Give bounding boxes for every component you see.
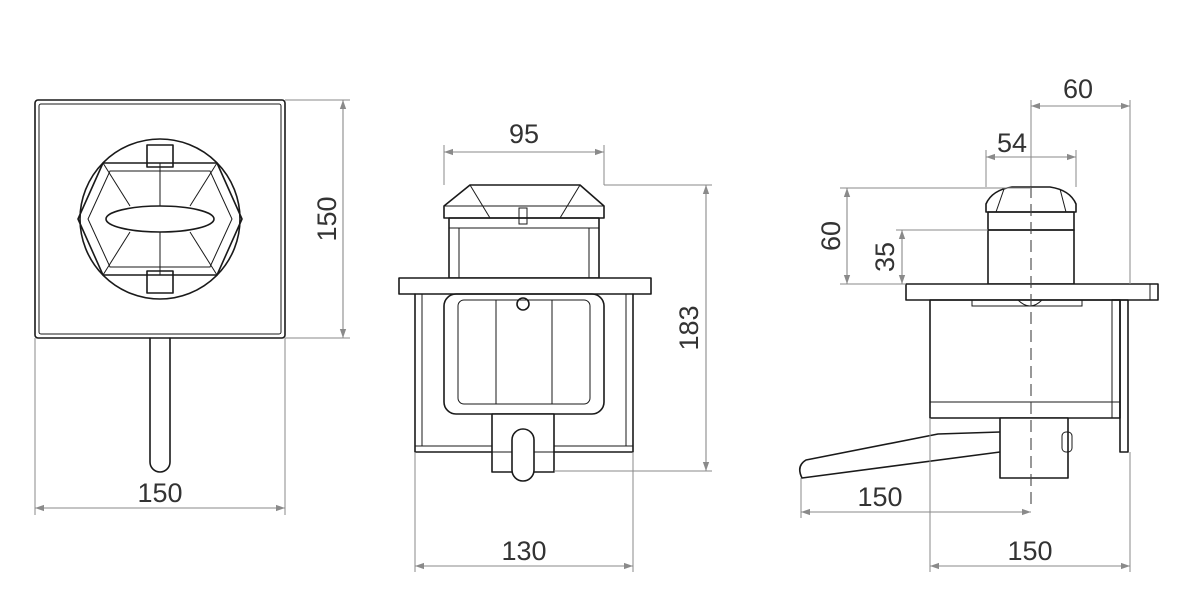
right-view bbox=[798, 186, 1159, 505]
right-cap-height-dimension: 60 bbox=[816, 221, 846, 251]
right-lever-length-dimension: 150 bbox=[857, 482, 902, 512]
right-body-width-dimension: 150 bbox=[1007, 536, 1052, 566]
front-view bbox=[34, 99, 286, 473]
side-base-width-dimension: 130 bbox=[501, 536, 546, 566]
front-height-dimension: 150 bbox=[312, 196, 342, 241]
side-view-dimensions: 95 183 130 bbox=[414, 119, 712, 572]
right-cap-width-dimension: 54 bbox=[997, 128, 1027, 158]
front-view-dimensions: 150 150 bbox=[34, 99, 350, 515]
right-collar-height-dimension: 35 bbox=[870, 242, 900, 272]
side-height-dimension: 183 bbox=[674, 305, 704, 350]
side-view bbox=[398, 184, 652, 482]
right-offset-dimension: 60 bbox=[1063, 74, 1093, 104]
side-top-width-dimension: 95 bbox=[509, 119, 539, 149]
right-view-dimensions: 60 54 60 35 150 150 bbox=[800, 74, 1131, 572]
front-width-dimension: 150 bbox=[137, 478, 182, 508]
